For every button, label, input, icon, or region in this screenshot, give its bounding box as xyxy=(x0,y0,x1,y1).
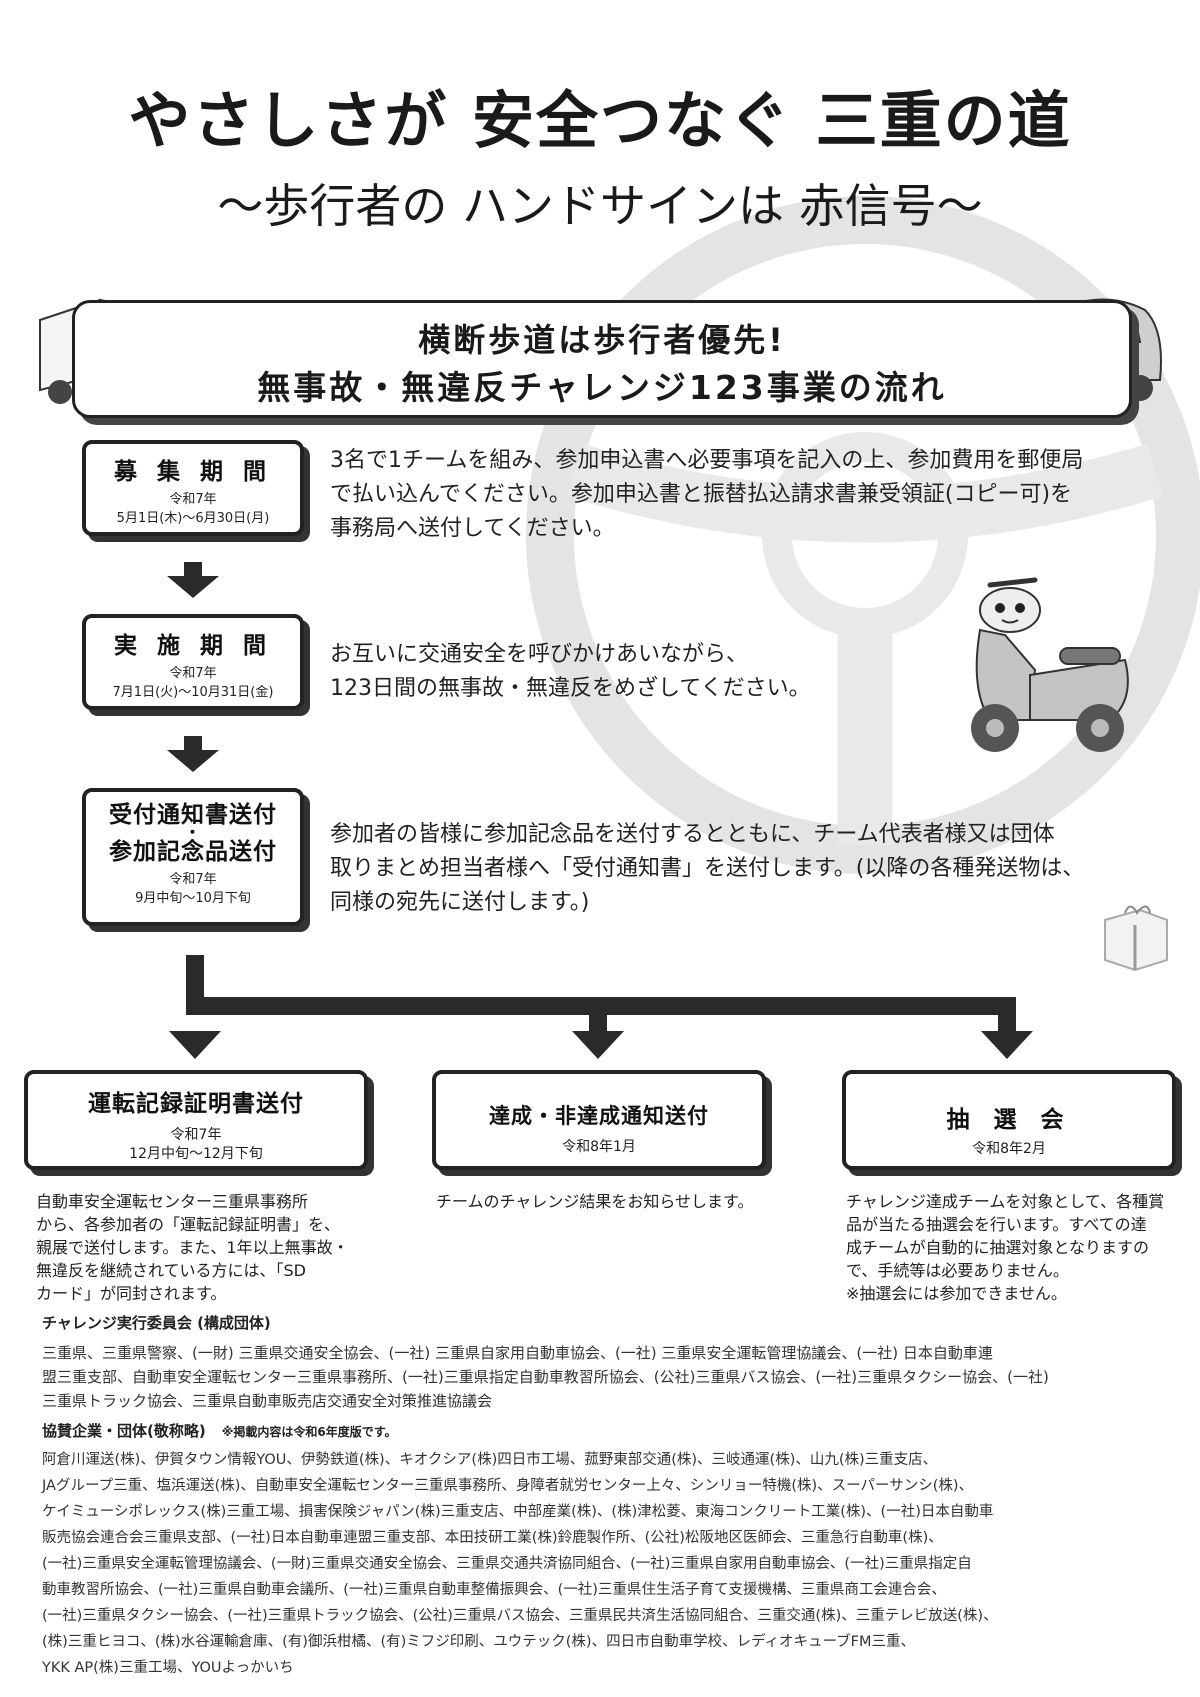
sponsor-line: 販売協会連合会三重県支部、(一社)日本自動車連盟三重支部、本田技研工業(株)鈴鹿… xyxy=(42,1530,943,1546)
sponsor-line: ケイミューシポレックス(株)三重工場、損害保険ジャパン(株)三重支店、中部産業(… xyxy=(42,1504,994,1520)
step-recruitment-desc: 3名で1チームを組み、参加申込書へ必要事項を記入の上、参加費用を郵便局 で払い込… xyxy=(330,444,1160,546)
outcome-driving-record-box: 運転記録証明書送付 令和7年 12月中旬〜12月下旬 xyxy=(24,1070,368,1170)
outcome-lottery-desc: チャレンジ達成チームを対象として、各種賞 品が当たる抽選会を行います。すべての達… xyxy=(846,1190,1186,1305)
step-implementation-desc: お互いに交通安全を呼びかけあいながら、 123日間の無事故・無違反をめざしてくだ… xyxy=(330,638,890,706)
sponsor-line: 動車教習所協会、(一社)三重県自動車会議所、(一社)三重県自動車整備振興会、(一… xyxy=(42,1582,946,1598)
branch-arrows xyxy=(169,955,1033,1059)
page-subtitle: 〜歩行者の ハンドサインは 赤信号〜 xyxy=(217,179,983,233)
sponsors-note: ※掲載内容は令和6年度版です。 xyxy=(221,1425,397,1439)
desc-line: チャレンジ達成チームを対象として、各種賞 xyxy=(846,1192,1165,1211)
desc-line: で払い込んでください。参加申込書と振替払込請求書兼受領証(コピー可)を xyxy=(330,482,1073,507)
step-period: 5月1日(木)〜6月30日(月) xyxy=(116,511,270,526)
flow-banner: 横断歩道は歩行者優先! 無事故・無違反チャレンジ123事業の流れ xyxy=(72,300,1132,418)
desc-line: 事務局へ送付してください。 xyxy=(330,516,615,541)
sponsor-line: (株)三重ヒヨコ、(株)水谷運輸倉庫、(有)御浜柑橘、(有)ミフジ印刷、ユウテッ… xyxy=(42,1634,916,1650)
desc-line: 同様の宛先に送付します。) xyxy=(330,890,590,915)
sponsors-heading-row: 協賛企業・団体(敬称略) ※掲載内容は令和6年度版です。 xyxy=(42,1420,1172,1441)
outcome-result-notice-desc: チームのチャレンジ結果をお知らせします。 xyxy=(436,1190,776,1213)
desc-line: 取りまとめ担当者様へ「受付通知書」を送付します。(以降の各種発送物は、 xyxy=(330,856,1085,881)
step-title: 募 集 期 間 xyxy=(113,459,273,485)
sponsor-line: (一社)三重県タクシー協会、(一社)三重県トラック協会、(公社)三重県バス協会、… xyxy=(42,1608,998,1624)
arrow-down-icon xyxy=(981,1031,1033,1059)
step-title-dot: ・ xyxy=(184,823,202,842)
committee-section: チャレンジ実行委員会 (構成団体) 三重県、三重県警察、(一財) 三重県交通安全… xyxy=(42,1312,1172,1413)
sponsor-line: JAグループ三重、塩浜運送(株)、自動車安全運転センター三重県事務所、身障者就労… xyxy=(42,1478,974,1494)
step-year: 令和7年 xyxy=(169,872,217,887)
desc-line: 自動車安全運転センター三重県事務所 xyxy=(36,1192,309,1211)
step-title-2: 参加記念品送付 xyxy=(109,839,277,865)
outcome-title: 抽 選 会 xyxy=(946,1107,1072,1133)
page-title: やさしさが 安全つなぐ 三重の道 xyxy=(128,84,1072,157)
desc-line: 参加者の皆様に参加記念品を送付するとともに、チーム代表者様又は団体 xyxy=(330,822,1055,847)
desc-line: 3名で1チームを組み、参加申込書へ必要事項を記入の上、参加費用を郵便局 xyxy=(330,448,1084,473)
desc-line: チームのチャレンジ結果をお知らせします。 xyxy=(436,1192,754,1211)
sponsor-line: YKK AP(株)三重工場、YOUよっかいち xyxy=(42,1660,294,1676)
banner-line-1: 横断歩道は歩行者優先! xyxy=(418,321,786,359)
step-implementation-box: 実 施 期 間 令和7年 7月1日(火)〜10月31日(金) xyxy=(82,614,304,710)
member-line: 三重県トラック協会、三重県自動車販売店交通安全対策推進協議会 xyxy=(42,1392,493,1410)
sponsor-list: 阿倉川運送(株)、伊賀タウン情報YOU、伊勢鉄道(株)、キオクシア(株)四日市工… xyxy=(42,1447,1172,1681)
outcome-year: 令和7年 xyxy=(170,1127,222,1143)
step-notice-box: 受付通知書送付 ・ 参加記念品送付 令和7年 9月中旬〜10月下旬 xyxy=(82,788,304,926)
desc-line: で、手続等は必要ありません。 xyxy=(846,1261,1069,1280)
scooter-icon xyxy=(971,577,1129,752)
outcome-driving-record-desc: 自動車安全運転センター三重県事務所 から、各参加者の「運転記録証明書」を、 親展… xyxy=(36,1190,376,1305)
outcome-period: 令和8年2月 xyxy=(972,1141,1046,1157)
outcome-period: 12月中旬〜12月下旬 xyxy=(129,1146,263,1162)
step-notice-desc: 参加者の皆様に参加記念品を送付するとともに、チーム代表者様又は団体 取りまとめ担… xyxy=(330,818,1160,920)
sponsors-heading: 協賛企業・団体(敬称略) xyxy=(42,1422,206,1440)
arrow-down-icon xyxy=(167,562,219,598)
sponsor-line: 阿倉川運送(株)、伊賀タウン情報YOU、伊勢鉄道(株)、キオクシア(株)四日市工… xyxy=(42,1452,938,1468)
banner-line-2: 無事故・無違反チャレンジ123事業の流れ xyxy=(257,368,947,407)
committee-members: 三重県、三重県警察、(一財) 三重県交通安全協会、(一社) 三重県自家用自動車協… xyxy=(42,1341,1172,1413)
step-recruitment-box: 募 集 期 間 令和7年 5月1日(木)〜6月30日(月) xyxy=(82,440,304,536)
arrow-down-icon xyxy=(167,736,219,772)
desc-line: から、各参加者の「運転記録証明書」を、 xyxy=(36,1215,341,1234)
desc-line: 親展で送付します。また、1年以上無事故・ xyxy=(36,1238,349,1257)
desc-line: 品が当たる抽選会を行います。すべての達 xyxy=(846,1215,1147,1234)
sponsor-line: (一社)三重県安全運転管理協議会、(一財)三重県交通安全協会、三重県交通共済協同… xyxy=(42,1556,972,1572)
outcome-title: 達成・非達成通知送付 xyxy=(489,1104,709,1128)
arrow-down-icon xyxy=(572,1031,624,1059)
desc-line: 123日間の無事故・無違反をめざしてください。 xyxy=(330,676,811,701)
desc-line: お互いに交通安全を呼びかけあいながら、 xyxy=(330,642,749,667)
desc-line: カード」が同封されます。 xyxy=(36,1284,227,1303)
step-period: 7月1日(火)〜10月31日(金) xyxy=(112,685,274,700)
desc-line: 無違反を継続されている方には、「SD xyxy=(36,1261,306,1280)
outcome-period: 令和8年1月 xyxy=(562,1139,636,1155)
sponsors-section: 協賛企業・団体(敬称略) ※掲載内容は令和6年度版です。 阿倉川運送(株)、伊賀タ… xyxy=(42,1420,1172,1681)
outcome-result-notice-box: 達成・非達成通知送付 令和8年1月 xyxy=(432,1070,766,1170)
outcome-lottery-box: 抽 選 会 令和8年2月 xyxy=(842,1070,1176,1170)
step-year: 令和7年 xyxy=(169,666,217,681)
step-period: 9月中旬〜10月下旬 xyxy=(135,891,251,906)
committee-heading: チャレンジ実行委員会 (構成団体) xyxy=(42,1314,271,1332)
step-title: 実 施 期 間 xyxy=(113,633,273,659)
outcome-title: 運転記録証明書送付 xyxy=(88,1091,304,1117)
desc-line: ※抽選会には参加できません。 xyxy=(846,1284,1067,1303)
arrow-down-icon xyxy=(169,1031,221,1059)
member-line: 盟三重支部、自動車安全運転センター三重県事務所、(一社)三重県指定自動車教習所協… xyxy=(42,1368,1049,1386)
step-year: 令和7年 xyxy=(169,492,217,507)
desc-line: 成チームが自動的に抽選対象となりますの xyxy=(846,1238,1150,1257)
gift-icon xyxy=(1104,905,1168,972)
member-line: 三重県、三重県警察、(一財) 三重県交通安全協会、(一社) 三重県自家用自動車協… xyxy=(42,1344,993,1362)
step-title-1: 受付通知書送付 xyxy=(109,802,277,828)
